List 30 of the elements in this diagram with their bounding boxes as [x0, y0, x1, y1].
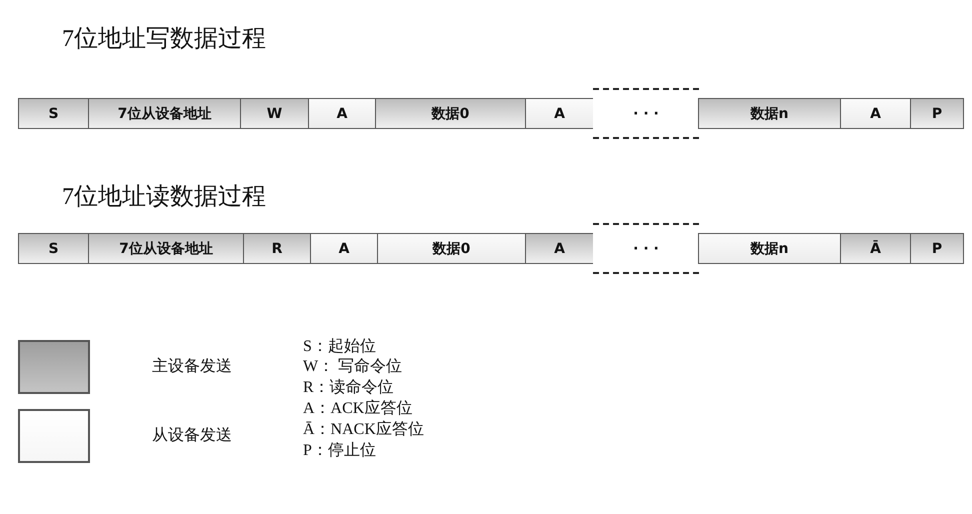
- frame-field: 数据n: [698, 98, 841, 129]
- key-text: P：停止位: [303, 440, 376, 461]
- frame-field: 数据0: [375, 98, 526, 129]
- key-text: A：ACK应答位: [303, 398, 412, 419]
- key-text: W： 写命令位: [303, 357, 402, 377]
- frame-field: 7位从设备地址: [88, 233, 244, 264]
- legend-label: 主设备发送: [152, 356, 232, 377]
- frame-field: 数据n: [698, 233, 841, 264]
- ellipsis-field: · · ·: [593, 88, 699, 139]
- key-text: Ā：NACK应答位: [303, 420, 424, 440]
- frame-field: A: [310, 233, 378, 264]
- frame-field: S: [18, 98, 89, 129]
- frame-field: Ā: [840, 233, 911, 264]
- frame-field: P: [910, 98, 964, 129]
- section-heading: 7位地址写数据过程: [62, 25, 266, 54]
- frame-field: 7位从设备地址: [88, 98, 241, 129]
- frame-field: P: [910, 233, 964, 264]
- frame-field: A: [525, 233, 594, 264]
- frame-field: A: [840, 98, 911, 129]
- key-text: S：起始位: [303, 337, 376, 357]
- frame-field: R: [243, 233, 311, 264]
- section-heading: 7位地址读数据过程: [62, 183, 266, 212]
- frame-field: W: [240, 98, 309, 129]
- frame-field: A: [525, 98, 594, 129]
- key-text: R：读命令位: [303, 378, 394, 398]
- frame-field: 数据0: [377, 233, 526, 264]
- frame-field: A: [308, 98, 376, 129]
- ellipsis-field: · · ·: [593, 223, 699, 274]
- frame-field: S: [18, 233, 89, 264]
- legend-label: 从设备发送: [152, 426, 232, 446]
